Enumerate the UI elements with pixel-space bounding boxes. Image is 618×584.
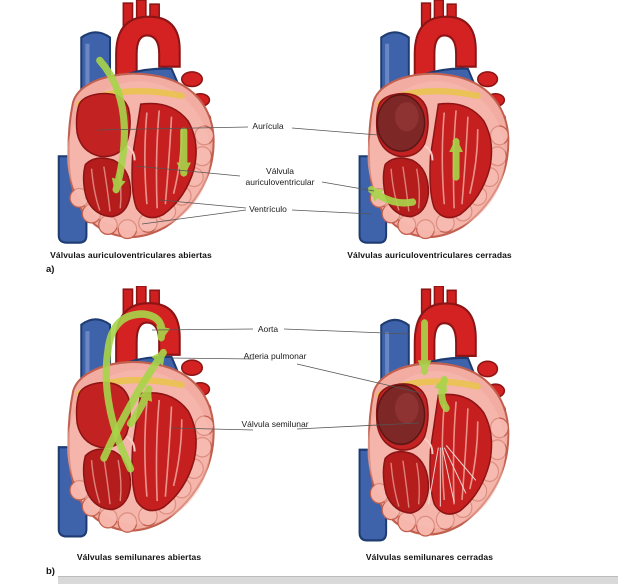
caption-av-cerradas: Válvulas auriculoventriculares cerradas — [347, 250, 512, 260]
blood-flow-arrows-semilunar-closed — [417, 319, 450, 413]
label-aorta: Aorta — [257, 324, 279, 334]
heart-av-open-svg — [28, 0, 233, 250]
atrium-interior-shading — [376, 384, 426, 446]
heart-illustration-semilunar-valves-open — [28, 286, 233, 544]
heart-semilunar-closed-svg — [330, 286, 527, 548]
label-valvula-semilunar: Válvula semilunar — [241, 419, 309, 429]
caption-semilunares-abiertas: Válvulas semilunares abiertas — [76, 552, 202, 562]
blood-flow-arrows-av-closed — [367, 137, 463, 207]
heart-illustration-av-valves-closed — [330, 0, 527, 250]
heart-illustration-av-valves-open — [28, 0, 233, 250]
blood-flow-arrows-semilunar-open — [100, 310, 171, 473]
label-valvula-auriculoventricular: Válvula auriculoventricular — [245, 166, 315, 187]
heart-illustration-semilunar-valves-closed — [330, 286, 527, 548]
label-arteria-pulmonar: Arteria pulmonar — [243, 351, 307, 361]
chordae-tendineae — [428, 445, 477, 507]
panel-a-marker: a) — [46, 264, 55, 275]
label-auricula: Aurícula — [252, 121, 284, 131]
atrium-interior-shading — [376, 94, 426, 152]
heart-av-closed-svg — [330, 0, 527, 250]
panel-b-marker: b) — [46, 566, 55, 577]
label-ventriculo: Ventrículo — [249, 204, 287, 214]
caption-av-abiertas: Válvulas auriculoventriculares abiertas — [50, 250, 212, 260]
caption-semilunares-cerradas: Válvulas semilunares cerradas — [365, 552, 494, 562]
heart-semilunar-open-svg — [28, 286, 233, 544]
page-bottom-strip — [58, 576, 618, 584]
